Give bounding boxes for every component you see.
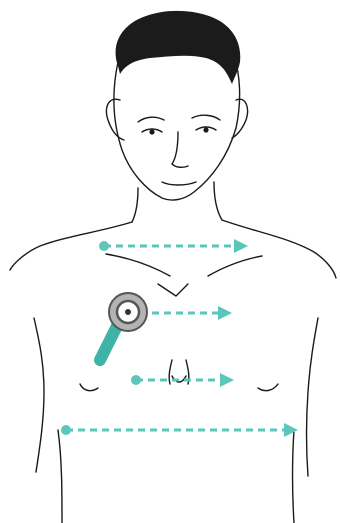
face-features <box>138 115 220 185</box>
upper-chest-start-dot <box>99 241 109 251</box>
sweep-markers <box>61 239 298 437</box>
left-arm-inner <box>34 318 44 472</box>
right-eyebrow <box>192 115 220 120</box>
left-eyebrow <box>138 117 164 122</box>
neck-left <box>132 188 138 222</box>
upper-chest-arrowhead <box>234 239 248 253</box>
lower-chest-arrowhead <box>220 373 234 387</box>
torso-left <box>58 430 62 523</box>
sternal-notch <box>158 284 188 296</box>
chestpiece-center <box>125 309 131 315</box>
left-clavicle <box>106 254 170 276</box>
torso-right <box>293 430 295 523</box>
mid-chest-arrowhead <box>218 306 232 320</box>
hair <box>116 11 241 84</box>
lower-chest-start-dot <box>131 375 141 385</box>
right-pectoral-mark <box>258 384 278 391</box>
neck-right <box>214 182 222 220</box>
right-pupil <box>203 127 208 132</box>
sweep-lines <box>66 246 284 430</box>
left-shoulder <box>10 222 132 270</box>
sternum-left <box>169 360 172 384</box>
right-arm-inner <box>307 318 319 476</box>
abdomen-arrowhead <box>284 423 298 437</box>
left-pupil <box>149 129 154 134</box>
mouth <box>162 182 196 185</box>
abdomen-start-dot <box>61 425 71 435</box>
nose <box>172 132 188 167</box>
face-contour <box>114 56 240 200</box>
body-outline <box>10 56 336 523</box>
stethoscope-chestpiece-icon <box>100 293 147 360</box>
left-pectoral-mark <box>80 384 98 391</box>
right-clavicle <box>208 256 262 276</box>
